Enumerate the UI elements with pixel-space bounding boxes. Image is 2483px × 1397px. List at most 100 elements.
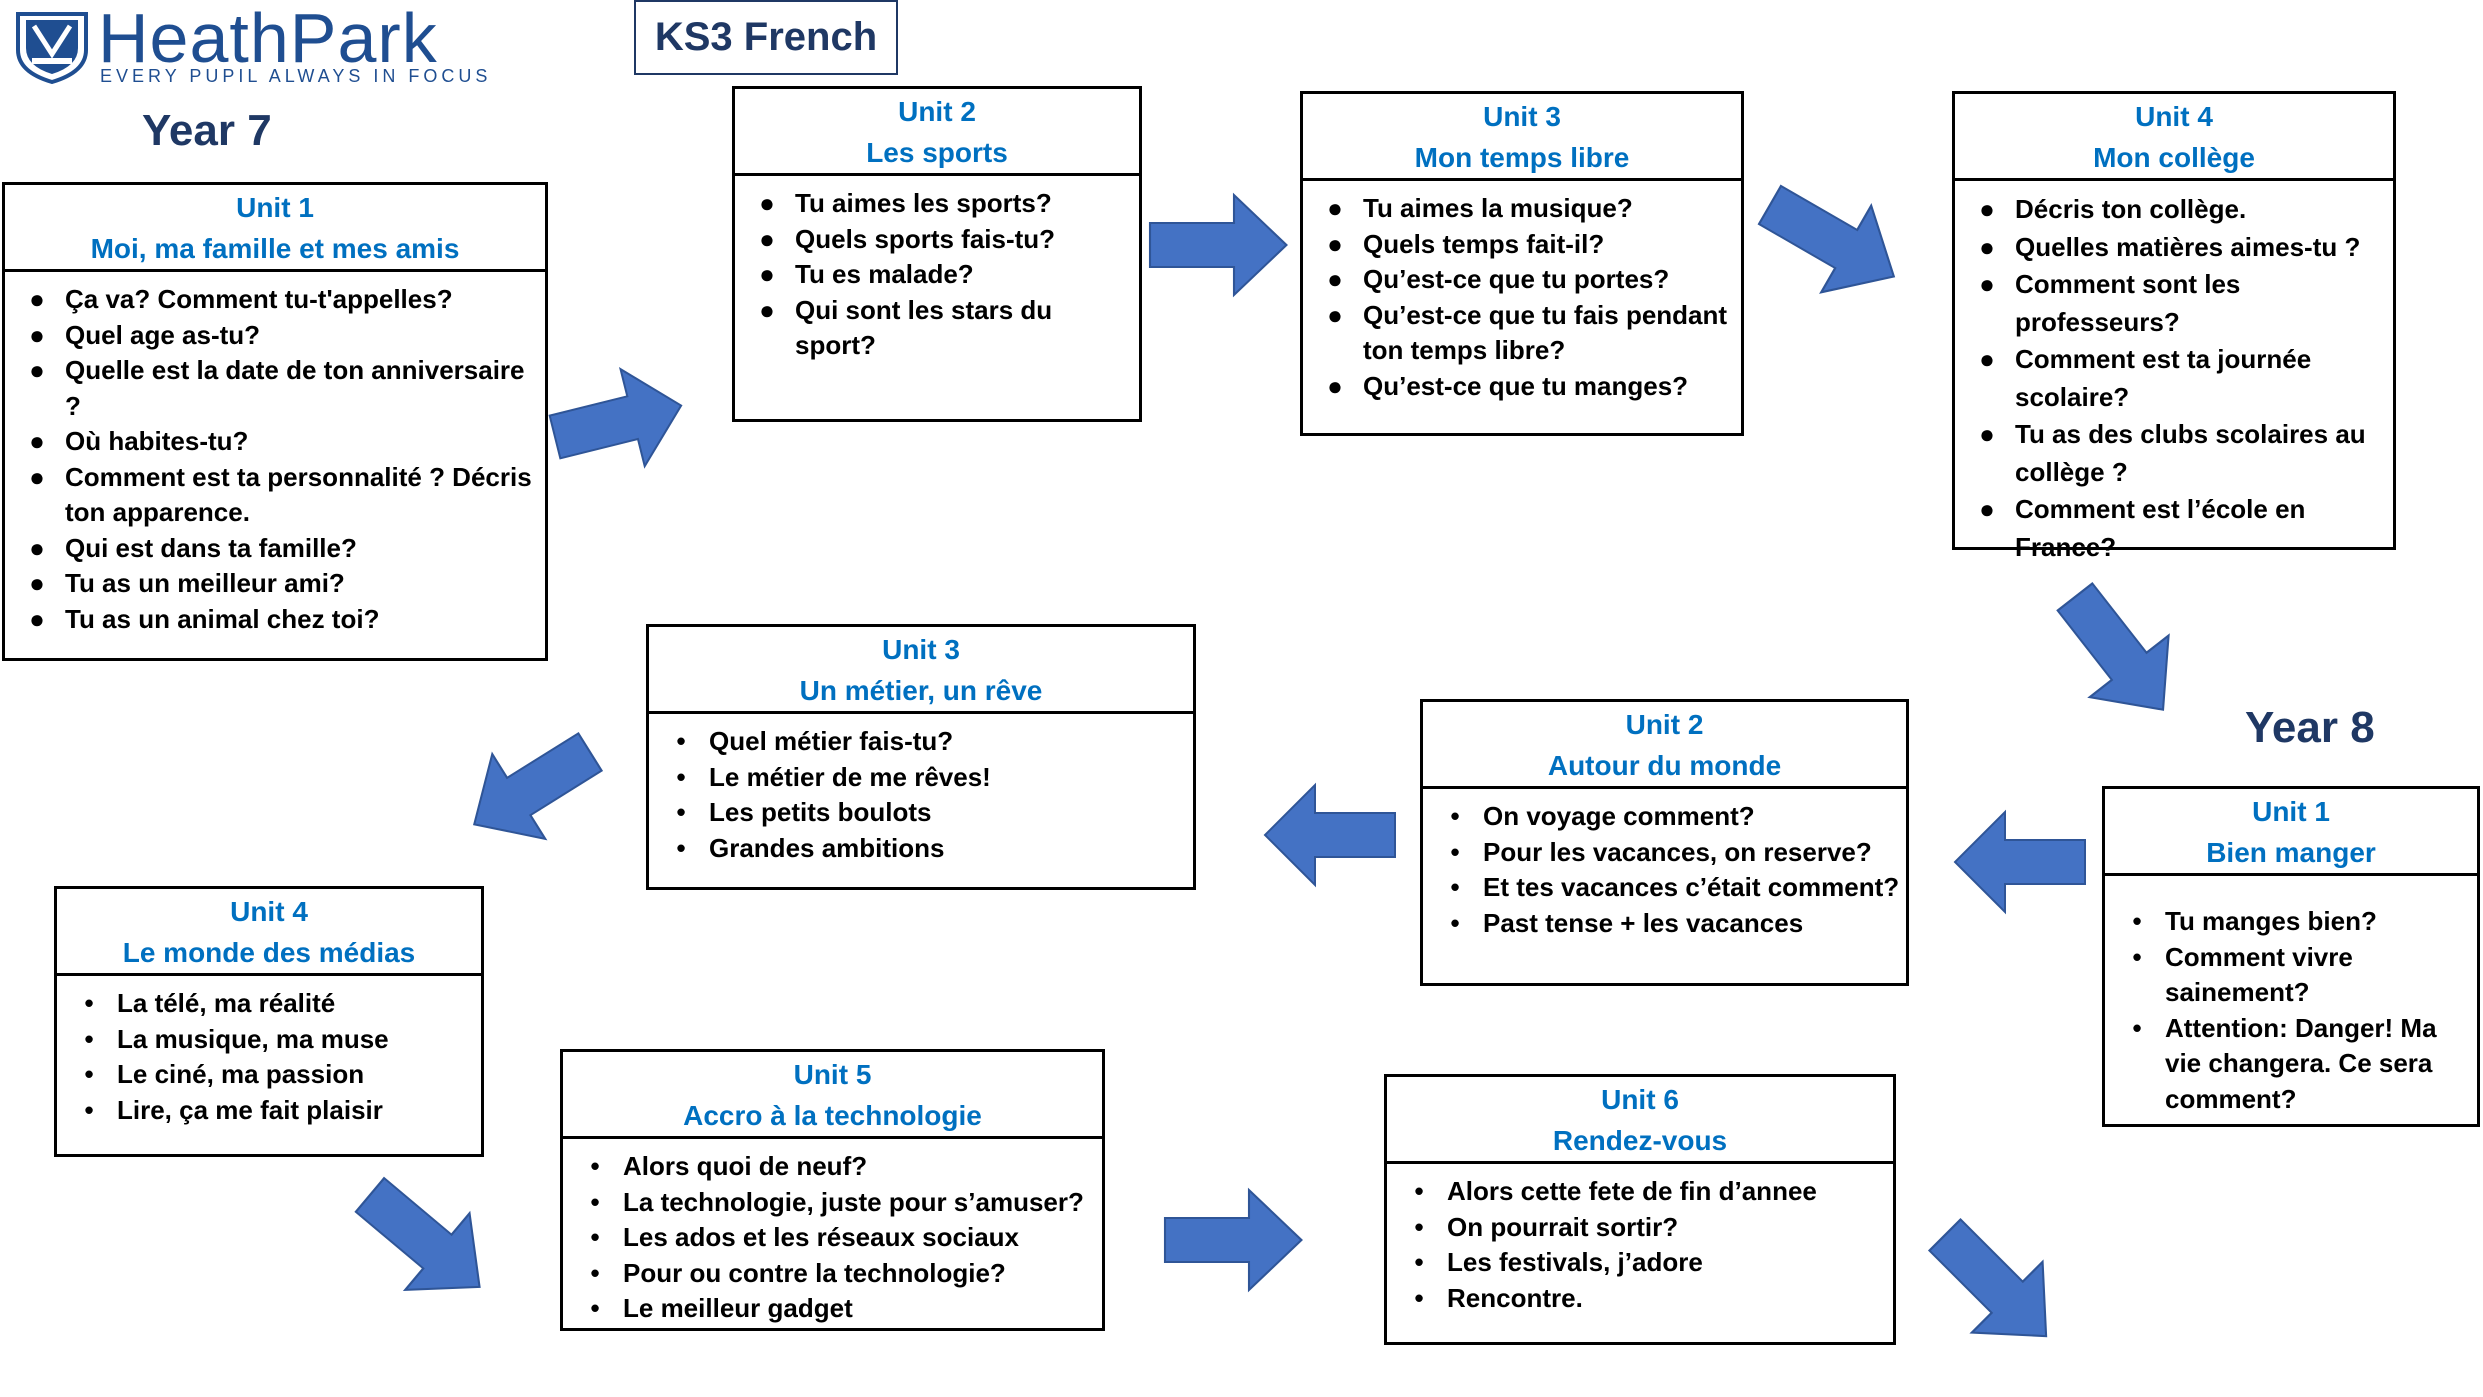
y8-unit6-card: Unit 6 Rendez-vous •Alors cette fete de … — [1384, 1074, 1896, 1345]
y7-unit4-number: Unit 4 — [2135, 101, 2213, 132]
shield-icon — [16, 12, 88, 84]
y8-unit5-list: •Alors quoi de neuf? •La technologie, ju… — [563, 1139, 1102, 1327]
y8-unit4-list: •La télé, ma réalité •La musique, ma mus… — [57, 976, 481, 1128]
y7-unit3-number: Unit 3 — [1483, 101, 1561, 132]
y8-unit6-list: •Alors cette fete de fin d’annee •On pou… — [1387, 1164, 1893, 1316]
list-item: •Les petits boulots — [676, 797, 932, 827]
y7-unit3-card: Unit 3 Mon temps libre ●Tu aimes la musi… — [1300, 91, 1744, 436]
list-item: ●Tu as un meilleur ami? — [29, 568, 345, 598]
list-item: •Alors cette fete de fin d’annee — [1414, 1176, 1817, 1206]
y7-unit2-number: Unit 2 — [898, 96, 976, 127]
y8-unit5-title: Accro à la technologie — [683, 1100, 982, 1131]
list-item: •Le ciné, ma passion — [84, 1059, 365, 1089]
y8-unit3-header: Unit 3 Un métier, un rêve — [649, 627, 1193, 714]
logo-wordmark: HeathPark — [98, 0, 438, 77]
list-item: ●Tu es malade? — [759, 259, 974, 289]
list-item: ●Tu aimes les sports? — [759, 188, 1052, 218]
arrow-y7-unit1-to-unit2 — [541, 356, 695, 487]
y7-unit2-header: Unit 2 Les sports — [735, 89, 1139, 176]
list-item: ●Quel age as-tu? — [29, 319, 261, 350]
list-item: ●Tu as un animal chez toi? — [29, 603, 380, 634]
list-item: ●Tu aimes la musique? — [1327, 193, 1633, 223]
list-item: •Les festivals, j’adore — [1414, 1247, 1703, 1277]
list-item: ●Comment est ta personnalité ? Décris to… — [29, 461, 532, 528]
y8-unit1-card: Unit 1 Bien manger •Tu manges bien? •Com… — [2102, 786, 2480, 1127]
list-item: ●Quels temps fait-il? — [1327, 228, 1605, 259]
y8-unit3-title: Un métier, un rêve — [799, 675, 1043, 706]
y8-unit4-title: Le monde des médias — [122, 937, 416, 968]
arrow-y8-unit1-to-unit2 — [1954, 811, 2086, 913]
list-item: •On voyage comment? — [1450, 801, 1755, 831]
y7-unit2-title: Les sports — [866, 137, 1008, 168]
arrow-y8-unit3-to-unit4 — [446, 708, 618, 868]
list-item: •Quel métier fais-tu? — [676, 726, 954, 756]
y7-unit1-header: Unit 1 Moi, ma famille et mes amis — [5, 185, 545, 272]
list-item: •Tu manges bien? — [2132, 906, 2377, 936]
y8-unit4-header: Unit 4 Le monde des médias — [57, 889, 481, 976]
list-item: •Pour ou contre la technologie? — [590, 1257, 1006, 1288]
y8-unit6-number: Unit 6 — [1601, 1084, 1679, 1115]
y8-unit2-card: Unit 2 Autour du monde •On voyage commen… — [1420, 699, 1909, 986]
list-item: ●Qu’est-ce que tu portes? — [1327, 264, 1670, 294]
list-item: •Past tense + les vacances — [1450, 907, 1804, 938]
list-item: ●Où habites-tu? — [29, 426, 249, 456]
y7-unit3-list: ●Tu aimes la musique? ●Quels temps fait-… — [1303, 181, 1741, 404]
y8-unit1-header: Unit 1 Bien manger — [2105, 789, 2477, 876]
list-item: •Le meilleur gadget — [590, 1293, 853, 1323]
list-item: •La technologie, juste pour s’amuser? — [590, 1186, 1084, 1217]
list-item: •Comment vivre sainement? — [2132, 941, 2353, 1008]
list-item: •Pour les vacances, on reserve? — [1450, 836, 1872, 867]
y8-unit2-title: Autour du monde — [1547, 750, 1782, 781]
school-logo: HeathPark EVERY PUPIL ALWAYS IN FOCUS — [12, 0, 532, 86]
arrow-y7-unit3-to-unit4 — [1743, 160, 1920, 321]
y7-unit4-list: ●Décris ton collège. ●Quelles matières a… — [1955, 181, 2393, 566]
list-item: ●Qu’est-ce que tu manges? — [1327, 370, 1689, 401]
list-item: •Rencontre. — [1414, 1282, 1583, 1313]
list-item: •Alors quoi de neuf? — [590, 1151, 868, 1181]
y8-unit3-list: •Quel métier fais-tu? •Le métier de me r… — [649, 714, 1193, 866]
list-item: ●Quelles matières aimes-tu ? — [1979, 231, 2361, 262]
y7-unit1-number: Unit 1 — [236, 192, 314, 223]
y8-unit1-list: •Tu manges bien? •Comment vivre sainemen… — [2105, 876, 2477, 1117]
y7-unit4-card: Unit 4 Mon collège ●Décris ton collège. … — [1952, 91, 2396, 562]
y7-unit4-header: Unit 4 Mon collège — [1955, 94, 2393, 181]
y7-unit2-card: Unit 2 Les sports ●Tu aimes les sports? … — [732, 86, 1142, 422]
list-item: ●Décris ton collège. — [1979, 194, 2247, 224]
arrow-y8-unit6-to-next — [1908, 1198, 2083, 1373]
y8-unit1-title: Bien manger — [2206, 837, 2376, 868]
list-item: •Le métier de me rêves! — [676, 761, 991, 792]
y8-unit1-number: Unit 1 — [2252, 796, 2330, 827]
list-item: ●Quels sports fais-tu? — [759, 223, 1056, 254]
y8-unit2-list: •On voyage comment? •Pour les vacances, … — [1423, 789, 1906, 941]
list-item: ●Quelle est la date de ton anniversaire … — [29, 355, 525, 421]
year8-label: Year 8 — [2245, 703, 2375, 752]
y8-unit6-header: Unit 6 Rendez-vous — [1387, 1077, 1893, 1164]
list-item: ●Tu as des clubs scolaires au collège ? — [1979, 419, 2366, 487]
arrow-y7-unit4-to-y8-unit1 — [2034, 565, 2204, 742]
list-item: ●Qu’est-ce que tu fais pendant ton temps… — [1327, 299, 1728, 366]
arrow-y8-unit5-to-unit6 — [1163, 1188, 1303, 1292]
y7-unit3-header: Unit 3 Mon temps libre — [1303, 94, 1741, 181]
y8-unit4-number: Unit 4 — [230, 896, 308, 927]
y8-unit5-number: Unit 5 — [793, 1059, 872, 1090]
y8-unit5-card: Unit 5 Accro à la technologie •Alors quo… — [560, 1049, 1105, 1331]
list-item: ●Ça va? Comment tu-t'appelles? — [29, 284, 453, 314]
list-item: •Les ados et les réseaux sociaux — [590, 1222, 1019, 1252]
list-item: •La musique, ma muse — [84, 1023, 389, 1054]
list-item: ●Comment sont les professeurs? — [1979, 269, 2241, 337]
list-item: ●Qui sont les stars du sport? — [759, 294, 1053, 361]
list-item: ●Qui est dans ta famille? — [29, 532, 357, 563]
list-item: •La télé, ma réalité — [84, 988, 336, 1018]
year7-label: Year 7 — [142, 106, 272, 155]
list-item: •On pourrait sortir? — [1414, 1211, 1679, 1242]
list-item: •Grandes ambitions — [676, 832, 945, 863]
y7-unit2-list: ●Tu aimes les sports? ●Quels sports fais… — [735, 176, 1139, 364]
logo-tagline: EVERY PUPIL ALWAYS IN FOCUS — [100, 66, 492, 86]
y8-unit2-number: Unit 2 — [1625, 709, 1704, 740]
y7-unit1-list: ●Ça va? Comment tu-t'appelles? ●Quel age… — [5, 272, 545, 637]
y8-unit3-number: Unit 3 — [882, 634, 960, 665]
list-item: •Attention: Danger! Ma vie changera. Ce … — [2132, 1012, 2437, 1114]
y8-unit3-card: Unit 3 Un métier, un rêve •Quel métier f… — [646, 624, 1196, 890]
y8-unit2-header: Unit 2 Autour du monde — [1423, 702, 1906, 789]
list-item: ●Comment est ta journée scolaire? — [1979, 344, 2312, 412]
